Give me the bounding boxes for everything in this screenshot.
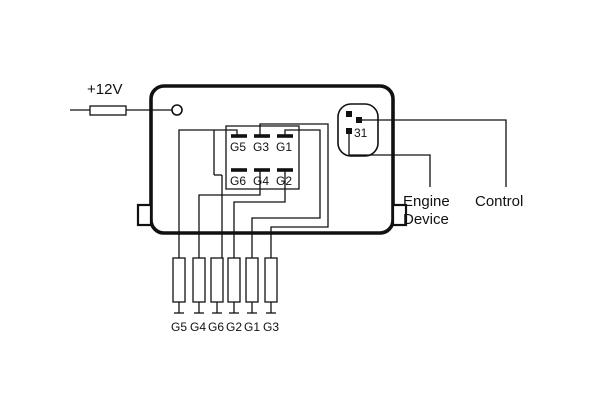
socket-pin-top [346,111,352,117]
output-label-4: G2 [226,320,242,334]
signal-socket: 31 [337,103,507,187]
resistor-5 [245,257,259,314]
output-label-6: G3 [263,320,279,334]
output-label-5: G1 [244,320,260,334]
control-label: Control [475,193,523,210]
socket-pin-bottom [346,128,352,134]
pin-bottom-3: G2 [276,174,292,188]
socket-pin-right [356,117,362,123]
module-housing [149,84,395,235]
engine-label-line2: Device [403,211,449,228]
internal-wiring [178,123,329,258]
output-label-3: G6 [208,320,224,334]
socket-pin-label: 31 [354,126,368,140]
control-module [136,84,408,235]
engine-label-line1: Engine [403,193,450,210]
connector-outline [225,125,300,190]
output-resistors [172,257,278,314]
pin-top-3: G1 [276,140,292,154]
pin-bottom-2: G4 [253,174,269,188]
pin-bottom-1: G6 [230,174,246,188]
output-label-2: G4 [190,320,206,334]
resistor-2 [192,257,206,314]
resistor-1 [172,257,186,314]
supply-line: +12V [70,81,183,116]
mount-tab-right [391,203,408,227]
pin-top-2: G3 [253,140,269,154]
supply-label: +12V [87,81,122,98]
supply-terminal [171,104,183,116]
output-labels: G5 G4 G6 G2 G1 G3 [171,320,279,334]
resistor-6 [264,257,278,314]
six-pin-connector: G5 G3 G1 G6 G4 G2 [225,125,300,190]
output-label-1: G5 [171,320,187,334]
fuse [89,105,127,116]
pin-top-1: G5 [230,140,246,154]
resistor-3 [210,257,224,314]
resistor-4 [227,257,241,314]
mount-tab-left [136,203,153,227]
